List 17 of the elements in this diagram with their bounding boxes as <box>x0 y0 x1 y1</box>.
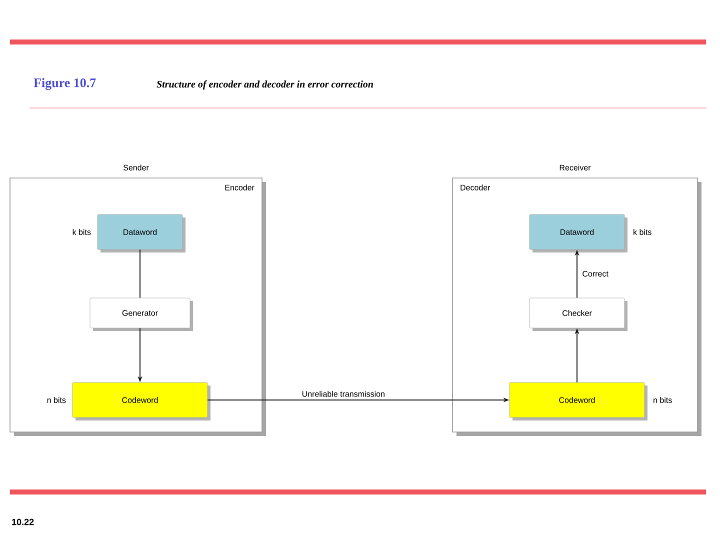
node-label: Sender <box>123 164 149 170</box>
node-label: Receiver <box>560 164 591 170</box>
process-box: Generator <box>90 298 193 331</box>
bit-count: n bits <box>654 397 672 403</box>
process-box: Checker <box>529 298 628 331</box>
process-box: Codeword <box>72 382 210 420</box>
bit-count: k bits <box>634 229 652 235</box>
process-box: Dataword <box>97 214 186 252</box>
process-box: Dataword <box>529 214 628 252</box>
edge-label: Unreliable transmission <box>302 390 384 397</box>
page-number: 10.22 <box>12 518 34 526</box>
caption: Structure of encoder and decoder in error correction <box>156 80 373 90</box>
bit-count: k bits <box>72 229 91 235</box>
figure-number: Figure 10.7 <box>34 78 96 90</box>
edge-label: Correct <box>582 270 608 277</box>
process-box: Codeword <box>509 382 648 420</box>
bit-count: n bits <box>47 397 66 403</box>
